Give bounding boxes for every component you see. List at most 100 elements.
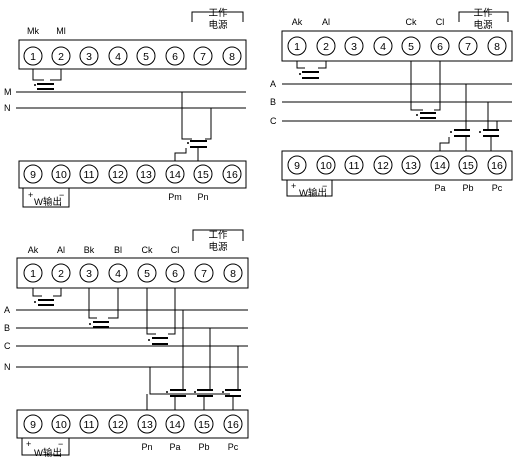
svg-text:16: 16	[226, 169, 238, 181]
d1-top-terminal-block: 1 2 3 4 5 6 7 8	[18, 39, 247, 70]
svg-text:2: 2	[58, 268, 64, 280]
svg-text:−: −	[58, 439, 63, 449]
svg-text:+: +	[291, 181, 296, 191]
d3-bottom-terminal-block: 9 10 11 12 13 14 15 16	[16, 409, 249, 439]
d1-terminal-8: 8	[222, 46, 242, 66]
d2-terminal-14: 14	[430, 155, 450, 175]
svg-text:4: 4	[380, 41, 386, 53]
svg-text:7: 7	[465, 41, 471, 53]
svg-text:10: 10	[55, 169, 67, 181]
d3-label-bl: Bl	[114, 245, 122, 255]
d3-terminal-8: 8	[223, 263, 243, 283]
d3-power-label: 工作 电源	[192, 229, 244, 253]
d3-label-ck: Ck	[142, 245, 153, 255]
svg-text:9: 9	[30, 169, 36, 181]
d2-terminal-5: 5	[401, 36, 421, 56]
d3-label-pc: Pc	[228, 442, 239, 452]
d2-pt-bc-icon	[483, 129, 499, 131]
d1-terminal-6: 6	[165, 46, 185, 66]
d2-line-label-a: A	[270, 79, 276, 89]
d2-top-terminal-block: 1 2 3 4 5 6 7 8	[281, 30, 513, 62]
svg-text:5: 5	[144, 268, 150, 280]
svg-text:3: 3	[86, 51, 92, 63]
d2-terminal-1: 1	[287, 36, 307, 56]
d3-top-terminal-block: 1 2 3 4 5 6 7 8	[16, 257, 249, 289]
d3-terminal-5: 5	[137, 263, 157, 283]
d2-ct-a-icon	[302, 71, 319, 73]
svg-text:工作: 工作	[208, 7, 228, 19]
d1-terminal-4: 4	[108, 46, 128, 66]
d1-terminal-3: 3	[79, 46, 99, 66]
svg-text:1: 1	[294, 41, 300, 53]
d2-terminal-7: 7	[458, 36, 478, 56]
svg-text:+: +	[26, 439, 31, 449]
svg-text:3: 3	[351, 41, 357, 53]
svg-text:11: 11	[84, 419, 95, 431]
d3-label-bk: Bk	[84, 245, 95, 255]
d2-power-label: 工作 电源	[458, 7, 509, 31]
d3-label-pb: Pb	[198, 442, 209, 452]
svg-text:工作: 工作	[473, 7, 493, 19]
svg-text:4: 4	[115, 268, 121, 280]
d1-terminal-1: 1	[23, 46, 43, 66]
d2-label-al: Al	[322, 17, 330, 27]
d1-terminal-9: 9	[23, 164, 43, 184]
svg-text:−: −	[322, 181, 327, 191]
d3-terminal-2: 2	[51, 263, 71, 283]
d1-terminal-16: 16	[222, 164, 242, 184]
svg-text:电源: 电源	[208, 19, 228, 31]
d3-label-cl: Cl	[171, 245, 180, 255]
svg-text:W输出: W输出	[34, 196, 62, 208]
svg-text:16: 16	[491, 160, 503, 172]
svg-text:13: 13	[405, 160, 417, 172]
svg-text:12: 12	[112, 169, 124, 181]
d1-output-label: + − W输出	[22, 188, 70, 208]
d2-ct-c-icon	[420, 112, 436, 114]
svg-text:2: 2	[323, 41, 329, 53]
d3-terminal-14: 14	[165, 414, 185, 434]
svg-text:11: 11	[349, 160, 360, 172]
svg-text:8: 8	[229, 51, 235, 63]
d3-terminal-4: 4	[108, 263, 128, 283]
d3-terminal-12: 12	[108, 414, 128, 434]
svg-text:14: 14	[169, 169, 181, 181]
svg-text:4: 4	[115, 51, 121, 63]
diagram-3: 1 2 3 4 5 6 7 8 Ak Al Bk Bl Ck Cl 工作 电源	[4, 229, 249, 459]
d1-terminal-10: 10	[51, 164, 71, 184]
d2-pt-ab-icon	[454, 129, 470, 131]
svg-text:5: 5	[408, 41, 414, 53]
d3-ct-c-icon	[152, 337, 168, 339]
d3-line-label-b: B	[4, 323, 10, 333]
d3-terminal-6: 6	[165, 263, 185, 283]
d3-label-al: Al	[57, 245, 65, 255]
d2-terminal-4: 4	[373, 36, 393, 56]
d3-pt-a-icon	[170, 389, 186, 391]
svg-text:11: 11	[84, 169, 95, 181]
d2-terminal-13: 13	[401, 155, 421, 175]
d1-label-pm: Pm	[168, 192, 182, 202]
d1-terminal-11: 11	[79, 164, 99, 184]
svg-text:+: +	[28, 190, 33, 200]
svg-text:6: 6	[172, 51, 178, 63]
svg-text:6: 6	[437, 41, 443, 53]
d1-label-pn: Pn	[197, 192, 208, 202]
d2-terminal-6: 6	[430, 36, 450, 56]
d3-pt-b-icon	[197, 389, 213, 391]
d3-line-label-c: C	[4, 341, 11, 351]
svg-text:15: 15	[198, 419, 210, 431]
d1-terminal-12: 12	[108, 164, 128, 184]
d3-output-label: + − W输出	[21, 438, 70, 459]
svg-text:电源: 电源	[473, 19, 493, 31]
d2-terminal-3: 3	[344, 36, 364, 56]
svg-text:3: 3	[86, 268, 92, 280]
d1-terminal-5: 5	[136, 46, 156, 66]
d2-line-label-c: C	[270, 116, 277, 126]
svg-text:10: 10	[55, 419, 67, 431]
d1-label-mk: Mk	[27, 26, 39, 36]
svg-text:13: 13	[141, 419, 153, 431]
d2-line-label-b: B	[270, 97, 276, 107]
d3-ct-a-icon	[38, 299, 54, 301]
svg-text:1: 1	[30, 268, 36, 280]
d1-pt-icon	[190, 140, 207, 142]
d3-terminal-7: 7	[194, 263, 214, 283]
